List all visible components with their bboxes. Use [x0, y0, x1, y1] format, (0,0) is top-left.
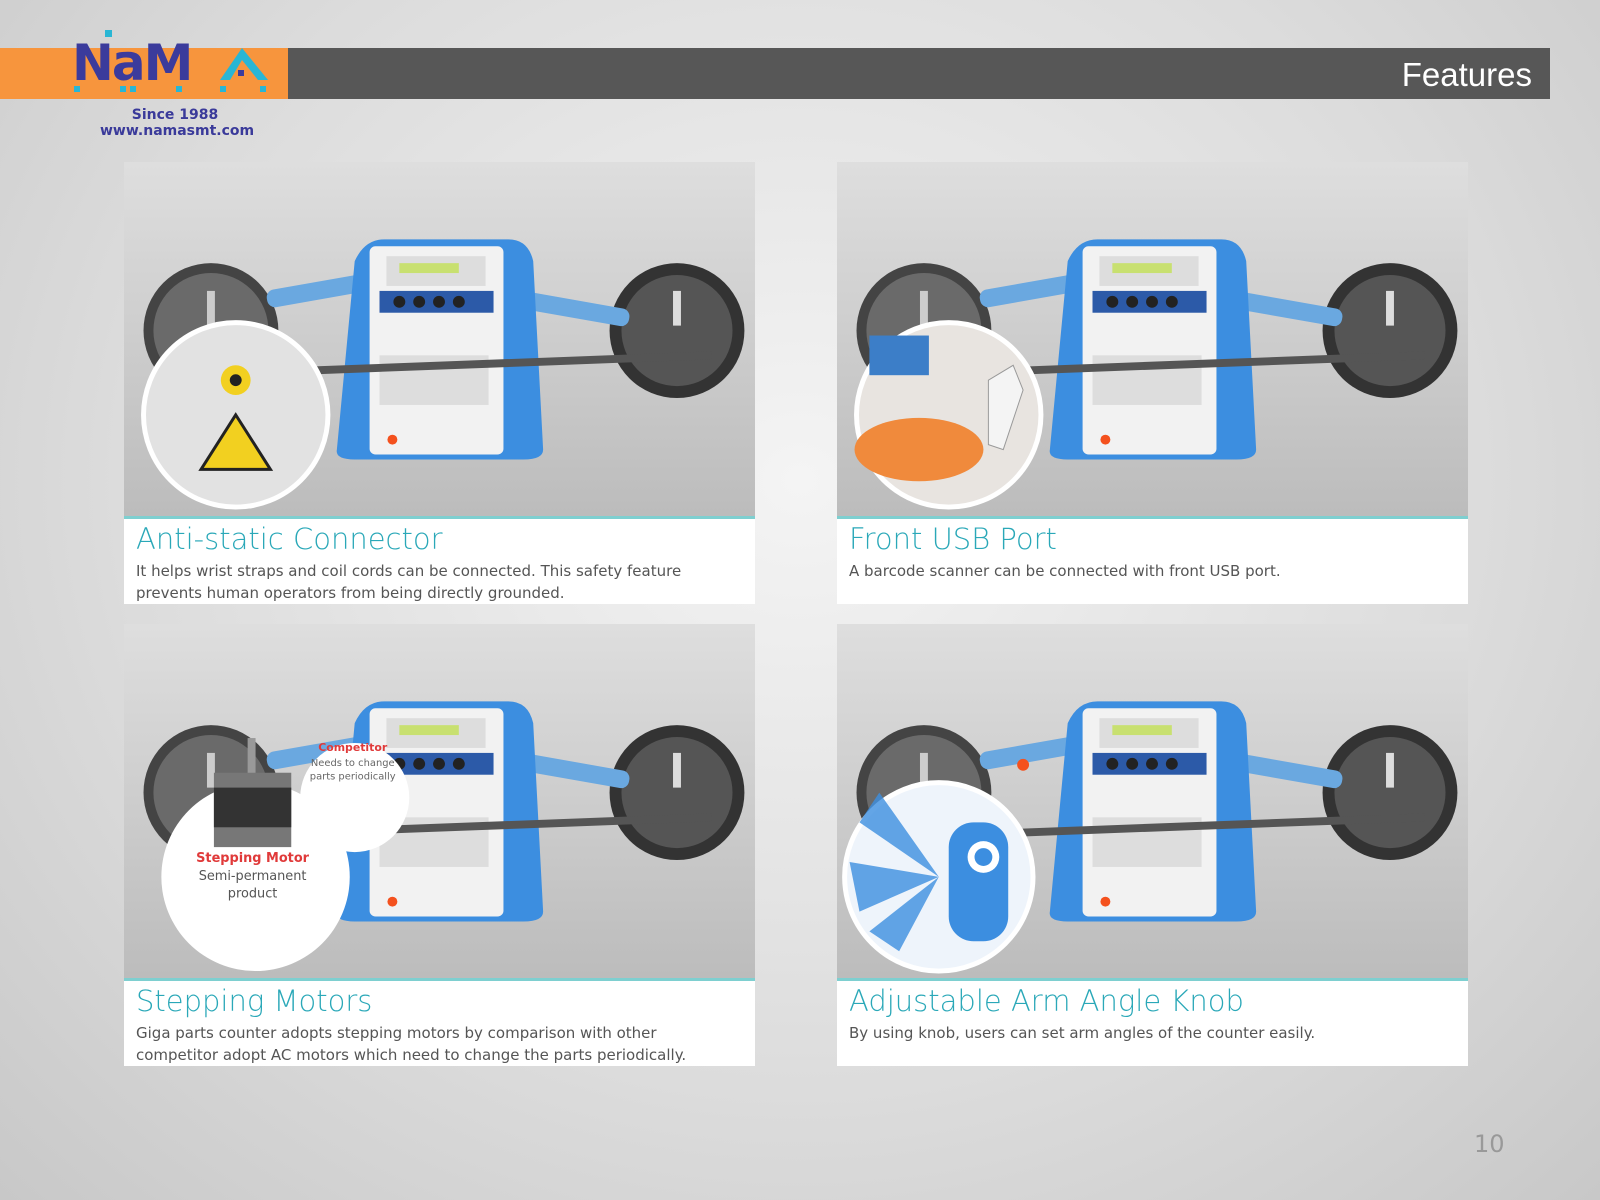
feature-panel: Competitor Needs to change parts periodi… [124, 624, 755, 1066]
website-url: www.namasmt.com [100, 123, 255, 139]
feature-panel: Front USB Port A barcode scanner can be … [837, 162, 1468, 604]
feature-title: Front USB Port [849, 522, 1057, 556]
page-number: 10 [1474, 1130, 1505, 1158]
since-text: Since 1988 [131, 107, 219, 123]
product-image: Competitor Needs to change parts periodi… [124, 624, 755, 981]
barcode-scanner-inset [854, 320, 1044, 510]
svg-text:NaM: NaM [72, 34, 191, 92]
anti-static-connector-inset [141, 320, 331, 510]
competitor-text: parts periodically [310, 772, 396, 783]
product-image [837, 162, 1468, 519]
competitor-title: Competitor [318, 741, 388, 754]
feature-panel: Adjustable Arm Angle Knob By using knob,… [837, 624, 1468, 1066]
motor-text: product [228, 887, 278, 902]
feature-panel: Anti-static Connector It helps wrist str… [124, 162, 755, 604]
motor-title: Stepping Motor [196, 851, 310, 866]
product-image [837, 624, 1468, 981]
feature-title: Adjustable Arm Angle Knob [849, 984, 1244, 1018]
feature-description: It helps wrist straps and coil cords can… [136, 562, 682, 602]
feature-title: Anti-static Connector [136, 522, 443, 556]
feature-title: Stepping Motors [136, 984, 373, 1018]
header-bar: Features [288, 48, 1550, 99]
feature-description: A barcode scanner can be connected with … [849, 562, 1281, 580]
competitor-text: Needs to change [311, 758, 395, 769]
product-image [124, 162, 755, 519]
motor-text: Semi-permanent [199, 869, 307, 884]
page-title: Features [1401, 56, 1532, 93]
nama-logo: NaM [72, 30, 268, 92]
feature-description: Giga parts counter adopts stepping motor… [136, 1024, 687, 1064]
arm-angle-knob-inset [842, 758, 1036, 974]
stepping-motor-inset: Competitor Needs to change parts periodi… [161, 738, 410, 972]
feature-description: By using knob, users can set arm angles … [849, 1024, 1316, 1042]
